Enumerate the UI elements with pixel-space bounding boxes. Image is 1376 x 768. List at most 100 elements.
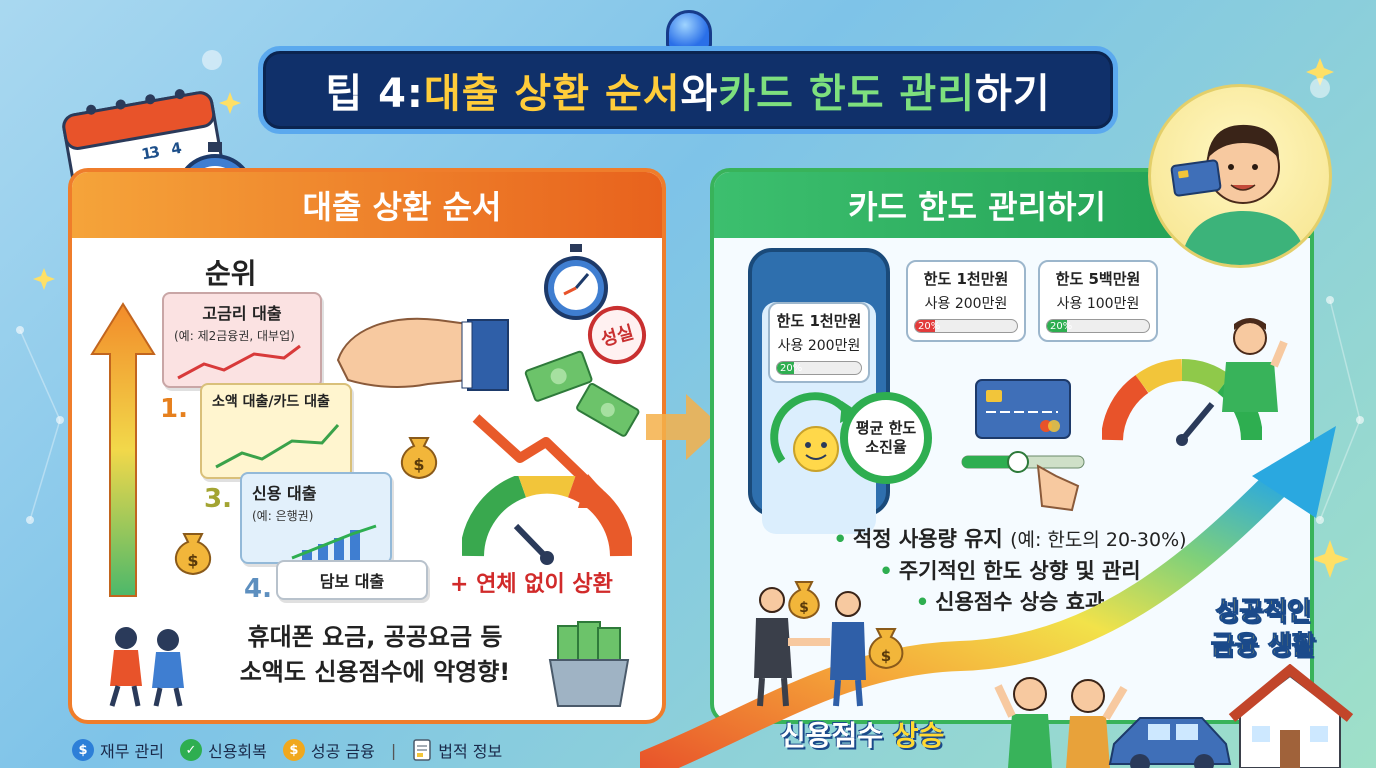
calendar-number: 1 [140,144,153,164]
svg-text:$: $ [187,551,198,570]
credit-score-up-label: 신용점수 상승 [780,714,944,754]
money-pot-icon [548,621,630,707]
limit-title: 한도 5백만원 [1055,270,1141,288]
money-bag-icon: $ [868,628,904,670]
title-prefix: 팁 4: [325,71,424,117]
tip-item: •적정 사용량 유지 (예: 한도의 20-30%) [833,527,1187,551]
stressed-people-illustration [109,627,184,707]
calendar-number: 3 [148,143,161,163]
footer-label: 성공 금융 [310,742,375,761]
title-part-loan: 대출 상환 순서 [423,71,681,117]
tip-note: (예: 한도의 20-30%) [1010,529,1187,551]
card-tips-list: •적정 사용량 유지 (예: 한도의 20-30%) •주기적인 한도 상향 및… [790,524,1230,619]
loan-title: 담보 대출 [319,572,385,591]
money-bag-icon: $ [788,581,820,620]
loan-subtitle: (예: 은행권) [252,509,314,523]
warning-line: 소액도 신용점수에 악영향! [239,657,511,686]
footer-label: 재무 관리 [100,742,164,761]
phone-limit-box: 한도 1천만원 사용 200만원 20% [768,302,870,383]
loan-subtitle: (예: 제2금융권, 대부업) [174,329,295,343]
family-car-house-illustration [994,664,1354,768]
dollar-icon: $ [72,739,94,761]
ontime-repayment-text: + 연체 없이 상환 [450,572,613,597]
avatar [1148,84,1332,268]
growth-arrow [640,426,1336,768]
line-chart-icon [215,424,340,469]
usage-bar-fill: 20% [915,320,940,332]
success-line: 금융 생활 [1210,630,1316,661]
page-title: 팁 4: 대출 상환 순서 와 카드 한도 관리 하기 [258,46,1118,134]
stopwatch-icon [544,244,608,320]
title-suffix: 하기 [975,71,1051,117]
title-part-card: 카드 한도 관리 [718,71,976,117]
limit-usage: 사용 200만원 [777,338,861,354]
money-bills-icon [524,350,640,437]
limit-card-2: 한도 5백만원 사용 100만원 20% [1038,260,1158,342]
credit-card-icon [975,379,1071,439]
loan-card-small-card: 소액 대출/카드 대출 [200,383,352,479]
priority-up-arrow [90,302,156,597]
document-icon [413,739,431,761]
success-line: 성공적인 [1215,597,1312,628]
footer-bar: $ 재무 관리 ✓ 신용회복 $ 성공 금융 | 법적 정보 [72,736,502,764]
calendar-number: 4 [170,139,183,159]
credit-gauge-icon [462,476,632,565]
rank-number: 4. [244,574,272,604]
slider-hand-icon [961,451,1085,512]
rank-number: 3. [204,484,232,514]
line-chart-icon [177,344,301,380]
successful-finance-label: 성공적인 금융 생활 [1178,596,1348,664]
bar-chart-icon [291,524,377,564]
tip-main: 신용점수 상승 효과 [935,590,1105,614]
limit-title: 한도 1천만원 [776,312,862,330]
loan-title: 신용 대출 [252,484,317,503]
tip-main: 적정 사용량 유지 [852,527,1011,551]
tip-main: 주기적인 한도 상향 및 관리 [898,558,1141,583]
usage-bar: 20% [1046,319,1150,333]
usage-bar-fill: 20% [777,362,802,374]
footer-item-finance[interactable]: $ 재무 관리 [72,738,164,762]
tip-item: •신용점수 상승 효과 [915,590,1105,614]
avg-circle-line: 소진율 [865,438,907,456]
cheering-person-illustration [1222,318,1288,412]
next-arrow-icon [646,394,722,460]
footer-item-legal[interactable]: 법적 정보 [412,738,502,762]
loan-title: 소액 대출/카드 대출 [212,394,330,410]
loan-panel-heading: 대출 상환 순서 [72,172,662,238]
rank-label: 순위 [205,257,257,290]
usage-bar: 20% [776,361,862,375]
average-utilization-circle: 평균 한도 소진율 [840,392,932,484]
svg-text:$: $ [799,600,809,616]
svg-text:$: $ [881,647,891,665]
hand-illustration [336,317,509,391]
avg-circle-line: 평균 한도 [855,418,917,437]
footer-item-credit-recovery[interactable]: ✓ 신용회복 [179,738,267,762]
phone-illustration: 한도 1천만원 사용 200만원 20% [748,248,890,534]
money-bag-icon: $ [400,437,438,480]
footer-separator: | [390,740,397,760]
small-bills-warning: 휴대폰 요금, 공공요금 등 소액도 신용점수에 악영향! [210,620,540,690]
person-with-card-illustration [1170,124,1307,265]
check-icon: ✓ [179,739,202,761]
usage-bar-fill: 20% [1047,320,1072,332]
footer-label: 신용회복 [207,742,267,761]
svg-text:$: $ [413,455,424,474]
siren-icon [666,10,712,50]
coin-icon: $ [282,739,305,761]
loan-title: 고금리 대출 [202,304,282,323]
credit-up-highlight: 상승 [892,719,945,752]
limit-card-1: 한도 1천만원 사용 200만원 20% [906,260,1026,342]
money-bag-icon: $ [174,533,212,576]
warning-line: 휴대폰 요금, 공공요금 등 [247,623,503,651]
footer-item-success-finance[interactable]: $ 성공 금융 [282,738,375,762]
usage-bar: 20% [914,319,1018,333]
title-mid: 와 [680,71,719,117]
tip-item: •주기적인 한도 상향 및 관리 [879,558,1141,583]
loan-card-mortgage: 담보 대출 [276,560,428,600]
handshake-people-illustration [754,587,866,707]
limit-usage: 사용 200만원 [924,296,1008,312]
rank-number: 1. [160,394,188,424]
limit-title: 한도 1천만원 [923,270,1009,288]
loan-card-credit: 신용 대출 (예: 은행권) [240,472,392,564]
limit-usage: 사용 100만원 [1056,296,1140,312]
